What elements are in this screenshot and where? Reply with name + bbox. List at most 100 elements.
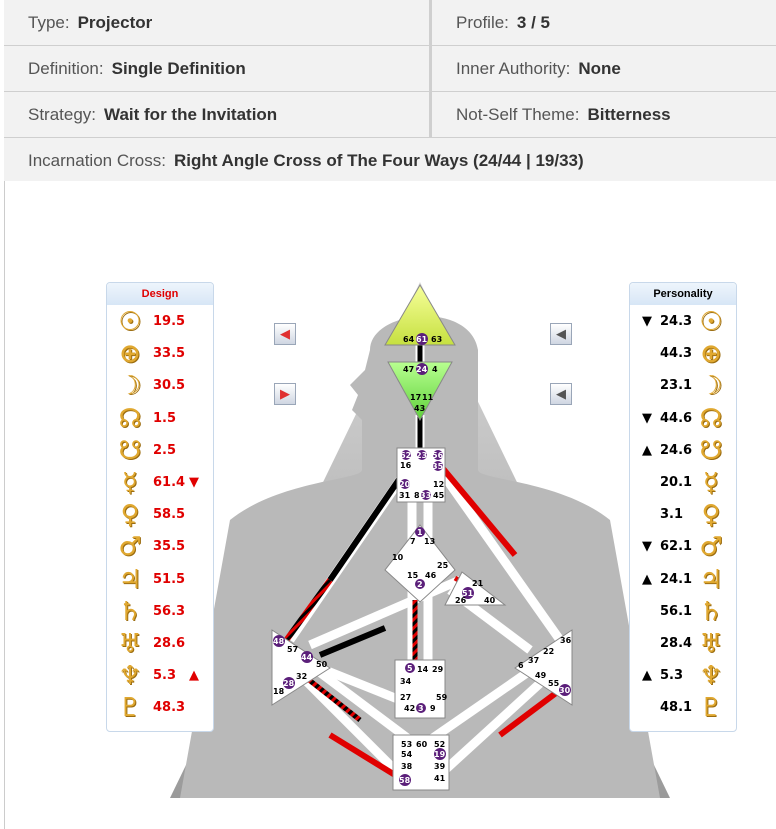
planet-icon: ☉ <box>118 307 142 337</box>
personality-value: 44.3 <box>660 346 693 362</box>
svg-text:56: 56 <box>432 451 444 460</box>
planet-icon: ♆ <box>118 661 142 692</box>
svg-text:27: 27 <box>400 693 411 702</box>
svg-text:13: 13 <box>424 537 435 546</box>
activation-marker: ▼ <box>642 314 652 329</box>
g-center <box>384 524 456 603</box>
planet-icon: ♂ <box>118 532 142 563</box>
type-label: Type: <box>28 12 70 32</box>
design-value: 33.5 <box>153 346 186 362</box>
design-title: Design <box>107 283 213 305</box>
svg-text:36: 36 <box>560 636 572 645</box>
strategy-value: Wait for the Invitation <box>104 104 278 124</box>
svg-text:62: 62 <box>400 451 411 460</box>
svg-text:49: 49 <box>535 671 547 680</box>
svg-text:35: 35 <box>432 462 444 471</box>
personality-value: 56.1 <box>660 603 693 619</box>
personality-row: ☉24.3▼ <box>630 307 736 339</box>
cross-label: Incarnation Cross: <box>28 151 166 170</box>
svg-text:24: 24 <box>416 365 428 374</box>
personality-next-button[interactable]: ◀ <box>550 383 572 405</box>
personality-value: 62.1 <box>660 539 693 555</box>
planet-icon: ♇ <box>699 693 723 724</box>
design-value: 1.5 <box>153 410 177 426</box>
svg-text:8: 8 <box>414 491 420 500</box>
personality-value: 23.1 <box>660 378 693 394</box>
svg-text:45: 45 <box>433 491 445 500</box>
solar-plexus-center <box>514 629 573 706</box>
authority-value: None <box>578 58 621 78</box>
personality-row: ♅28.4 <box>630 629 736 661</box>
planet-icon: ☿ <box>703 468 719 498</box>
svg-text:48: 48 <box>273 637 285 646</box>
type-value: Projector <box>77 12 153 32</box>
svg-text:64: 64 <box>403 335 415 344</box>
svg-text:40: 40 <box>484 596 496 605</box>
personality-value: 24.3 <box>660 314 693 329</box>
svg-text:28: 28 <box>283 679 295 688</box>
design-row: ♀58.5 <box>107 500 213 532</box>
svg-text:16: 16 <box>400 461 412 470</box>
svg-text:34: 34 <box>400 677 412 686</box>
svg-text:1: 1 <box>417 528 423 537</box>
planet-icon: ☽ <box>699 371 723 402</box>
activation-marker: ▼ <box>189 475 199 490</box>
svg-text:23: 23 <box>416 451 427 460</box>
planet-icon: ♆ <box>699 661 723 692</box>
personality-value: 3.1 <box>660 507 684 523</box>
defined-channels <box>282 345 562 778</box>
planet-icon: ☊ <box>699 403 723 434</box>
planet-icon: ☋ <box>699 435 723 466</box>
personality-prev-button[interactable]: ◀ <box>550 323 572 345</box>
ajna-center <box>387 361 453 422</box>
design-row: ♂35.5 <box>107 532 213 564</box>
planet-icon: ♀ <box>701 500 721 531</box>
definition-value: Single Definition <box>111 58 246 78</box>
svg-text:37: 37 <box>528 656 539 665</box>
svg-text:39: 39 <box>434 762 446 771</box>
design-prev-button[interactable]: ◀ <box>274 323 296 345</box>
ego-center <box>444 571 507 606</box>
personality-row: ♇ 48.1 <box>630 693 736 725</box>
svg-text:15: 15 <box>407 571 419 580</box>
profile-label: Profile: <box>456 12 509 32</box>
design-row: ☉19.5 <box>107 307 213 339</box>
svg-text:29: 29 <box>432 665 444 674</box>
svg-text:25: 25 <box>437 561 449 570</box>
personality-row: ♀ 3.1 <box>630 500 736 532</box>
design-value: 28.6 <box>153 636 186 651</box>
svg-text:7: 7 <box>410 537 416 546</box>
svg-text:60: 60 <box>416 740 428 749</box>
info-row-type: Type:Projector Profile:3 / 5 <box>4 0 776 46</box>
planet-icon: ♄ <box>699 596 723 627</box>
design-value: 51.5 <box>153 571 186 587</box>
definition-label: Definition: <box>28 58 104 78</box>
design-value: 5.3 <box>153 668 177 684</box>
design-value: 56.3 <box>153 603 186 619</box>
personality-value: 28.4 <box>660 636 693 651</box>
personality-row: ☋24.6▲ <box>630 436 736 468</box>
planet-icon: ♃ <box>118 564 142 595</box>
svg-text:44: 44 <box>301 653 313 662</box>
personality-row: ♃24.1▲ <box>630 565 736 597</box>
activation-marker: ▼ <box>642 539 652 555</box>
svg-text:9: 9 <box>430 704 436 713</box>
svg-text:63: 63 <box>431 335 442 344</box>
activation-marker: ▲ <box>642 668 652 684</box>
svg-text:11: 11 <box>422 393 434 402</box>
svg-text:14: 14 <box>417 665 429 674</box>
svg-text:31: 31 <box>399 491 411 500</box>
cross-cell: Incarnation Cross:Right Angle Cross of T… <box>4 138 776 184</box>
personality-value: 5.3 <box>660 668 684 684</box>
personality-value: 48.1 <box>660 700 693 716</box>
design-row: ☋2.5 <box>107 436 213 468</box>
personality-row: ♆ 5.3 ▲ <box>630 661 736 693</box>
personality-row: ☿20.1 <box>630 468 736 500</box>
planet-icon: ♂ <box>699 532 723 563</box>
svg-text:2: 2 <box>417 580 423 589</box>
svg-text:58: 58 <box>399 776 411 785</box>
design-next-button[interactable]: ▶ <box>274 383 296 405</box>
personality-value: 24.1 <box>660 571 693 587</box>
svg-text:3: 3 <box>418 704 424 713</box>
